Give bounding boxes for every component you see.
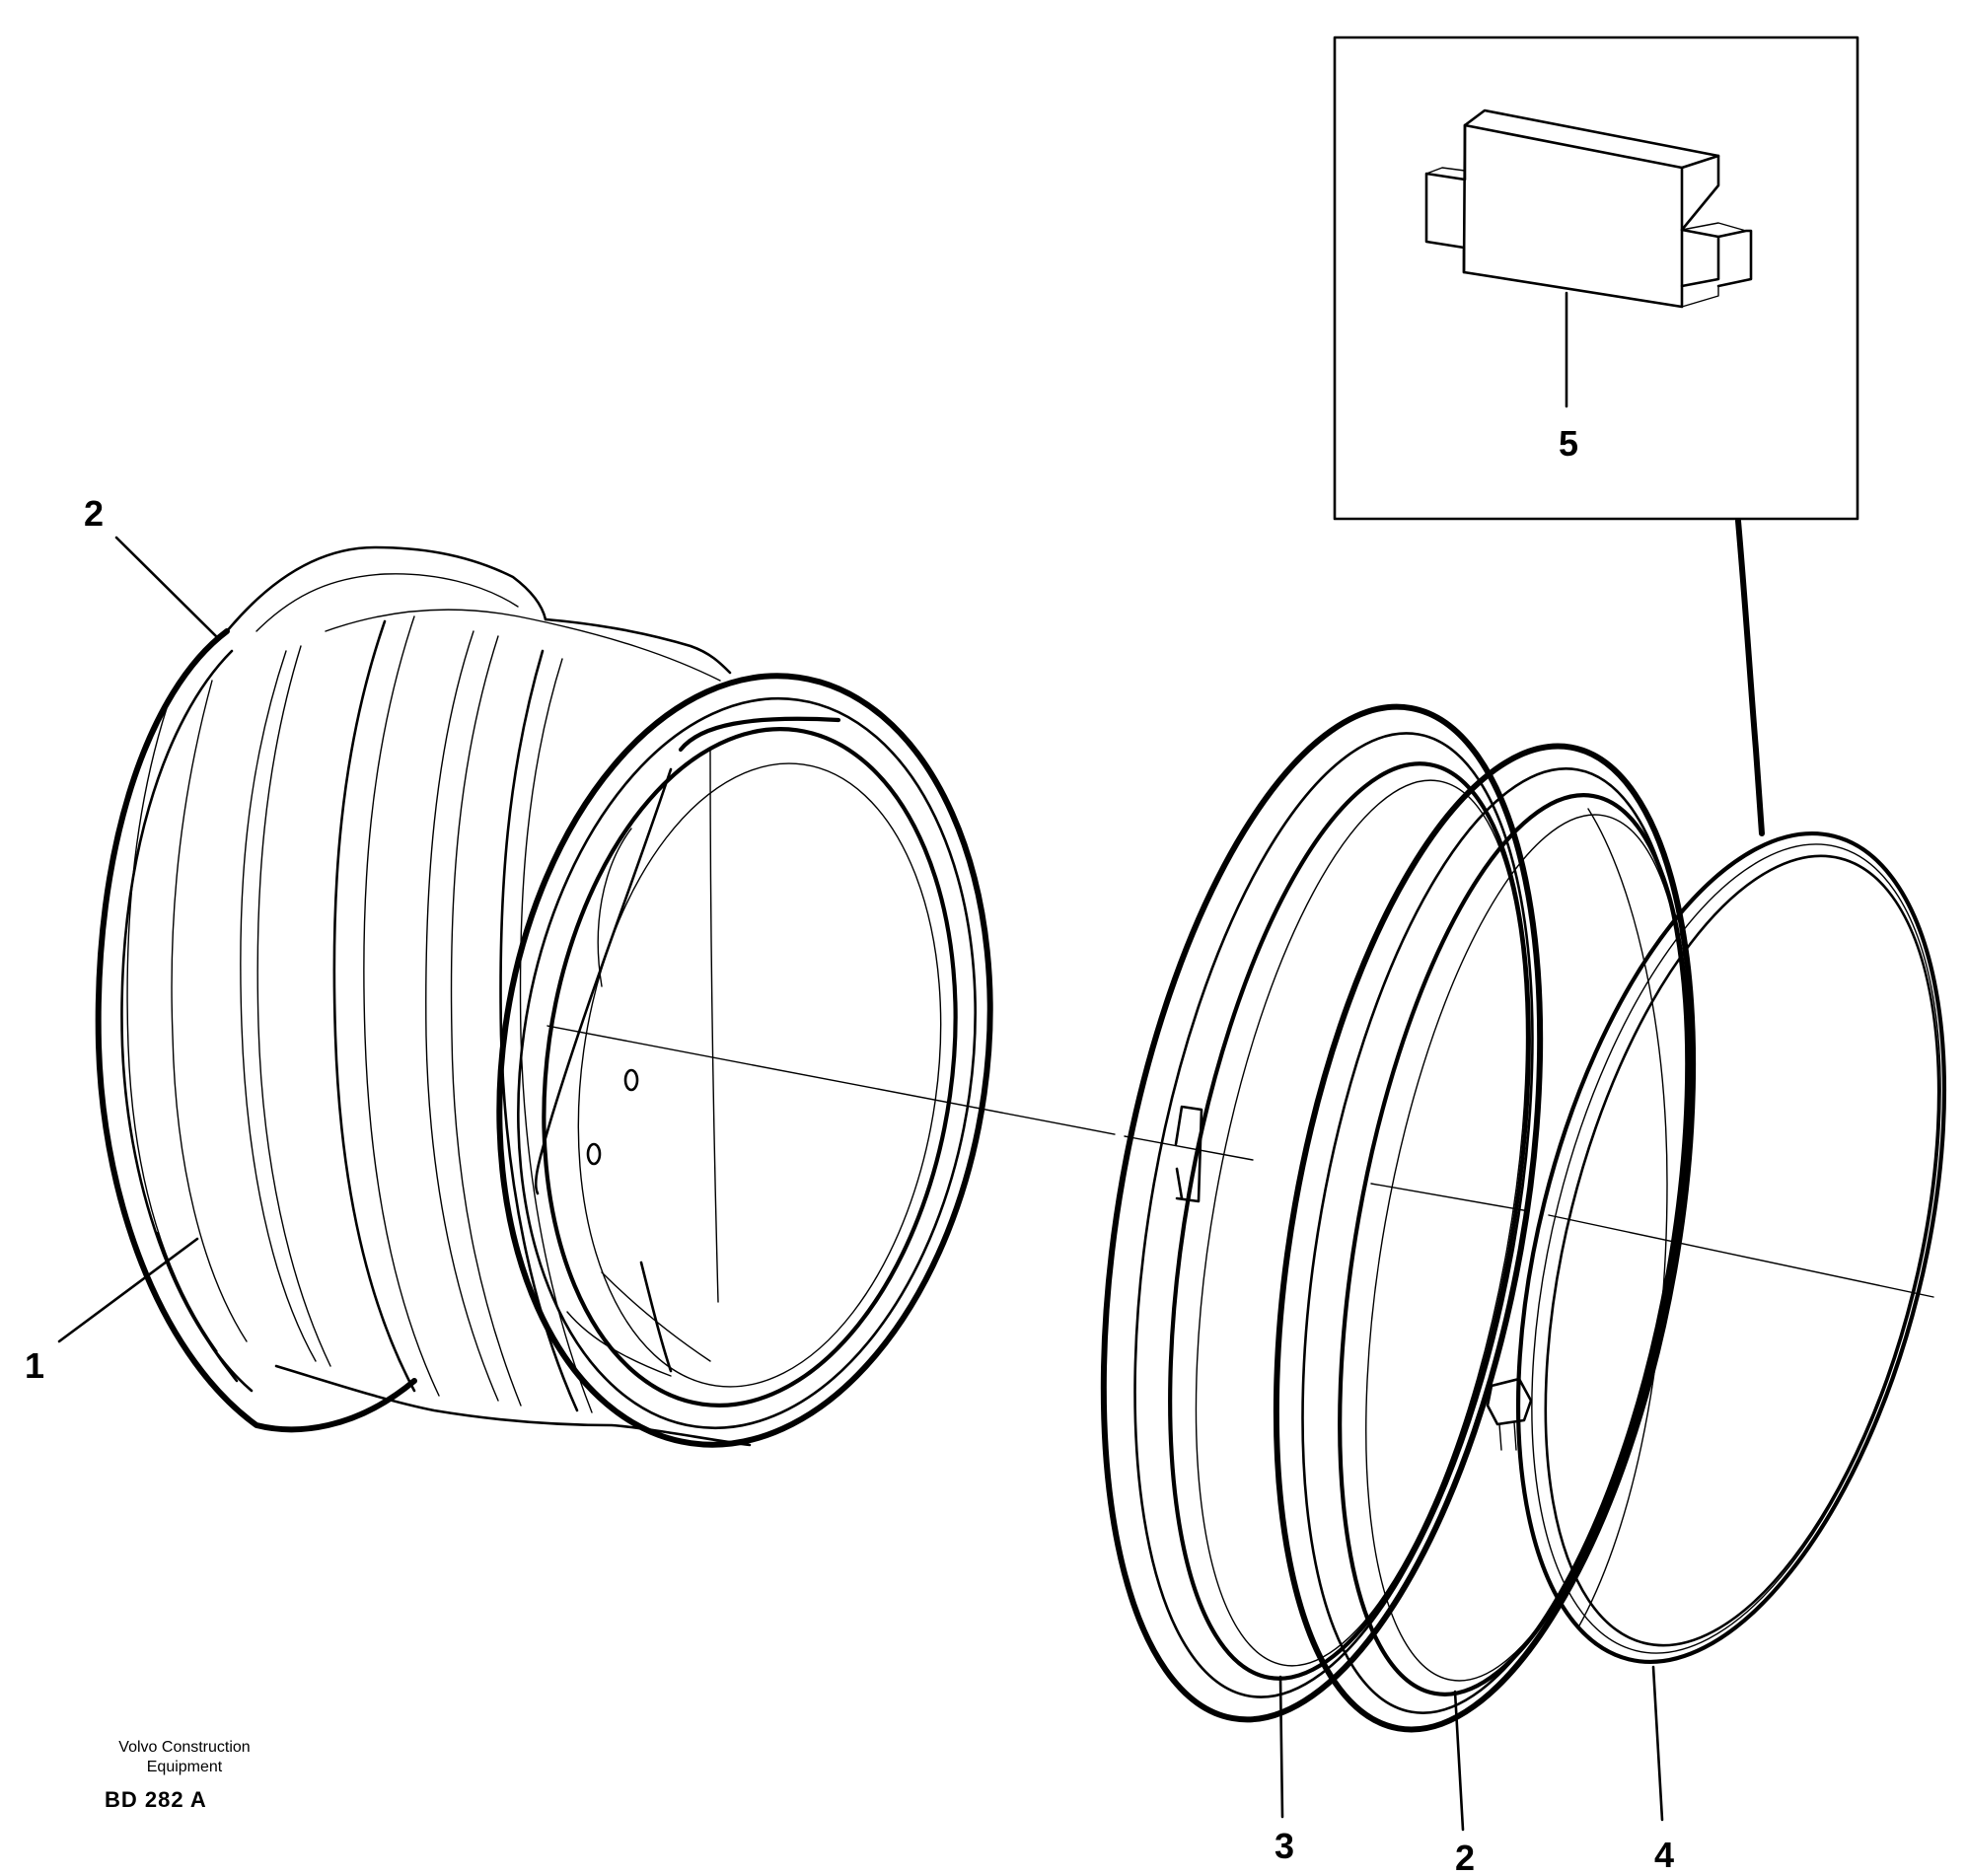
callout-leader-2-left	[114, 536, 221, 641]
seal-ring	[1486, 831, 1947, 1664]
callout-5-lock-key: 5	[1559, 423, 1578, 464]
rim-body-bottom	[274, 1364, 752, 1447]
assembly-axis	[546, 1025, 1934, 1298]
callout-leaders	[57, 536, 1664, 1832]
seal-ring-connector	[1486, 1377, 1533, 1426]
callout-leader-4	[1651, 1665, 1664, 1822]
callout-2-rim-flange: 2	[84, 493, 104, 534]
rim-body-top	[544, 617, 732, 675]
rim-opening-lip	[517, 696, 977, 1430]
publisher-caption: Volvo Construction Equipment	[61, 1738, 308, 1777]
rim-assembly	[95, 545, 993, 1448]
callout-leader-2-right	[1453, 1690, 1465, 1832]
callout-leader-1	[57, 1237, 199, 1343]
rim-bolt-hole-upper	[623, 1068, 639, 1092]
lock-key-illustration	[1424, 108, 1753, 309]
detail-inset	[1333, 36, 1859, 521]
rim-bolt-hole-lower	[586, 1142, 602, 1166]
callout-3-lock-ring: 3	[1275, 1826, 1294, 1866]
callout-leader-3	[1278, 1675, 1284, 1819]
lock-ring	[1100, 703, 1544, 1723]
callout-2-side-ring: 2	[1455, 1838, 1475, 1876]
rim-body-lower-edge	[156, 1231, 239, 1383]
rim-flange-top-inner	[255, 573, 519, 632]
rim-outer-flange	[95, 628, 417, 1433]
rim-flange-top	[225, 545, 547, 633]
callout-1-rim: 1	[25, 1345, 44, 1386]
side-ring	[1273, 743, 1697, 1733]
rim-opening-outer	[496, 673, 993, 1448]
rim-body-top-2	[325, 609, 721, 682]
rim-opening-inner	[542, 727, 958, 1407]
lock-ring-key-slot	[1174, 1105, 1203, 1203]
figure-code: BD 282 A	[105, 1787, 207, 1812]
inset-connector-line	[1735, 518, 1765, 836]
detail-inset-frame	[1333, 36, 1859, 521]
callout-4-seal-ring: 4	[1654, 1835, 1674, 1875]
publisher-caption-line1: Volvo Construction	[118, 1739, 251, 1756]
publisher-caption-line2: Equipment	[146, 1759, 223, 1775]
